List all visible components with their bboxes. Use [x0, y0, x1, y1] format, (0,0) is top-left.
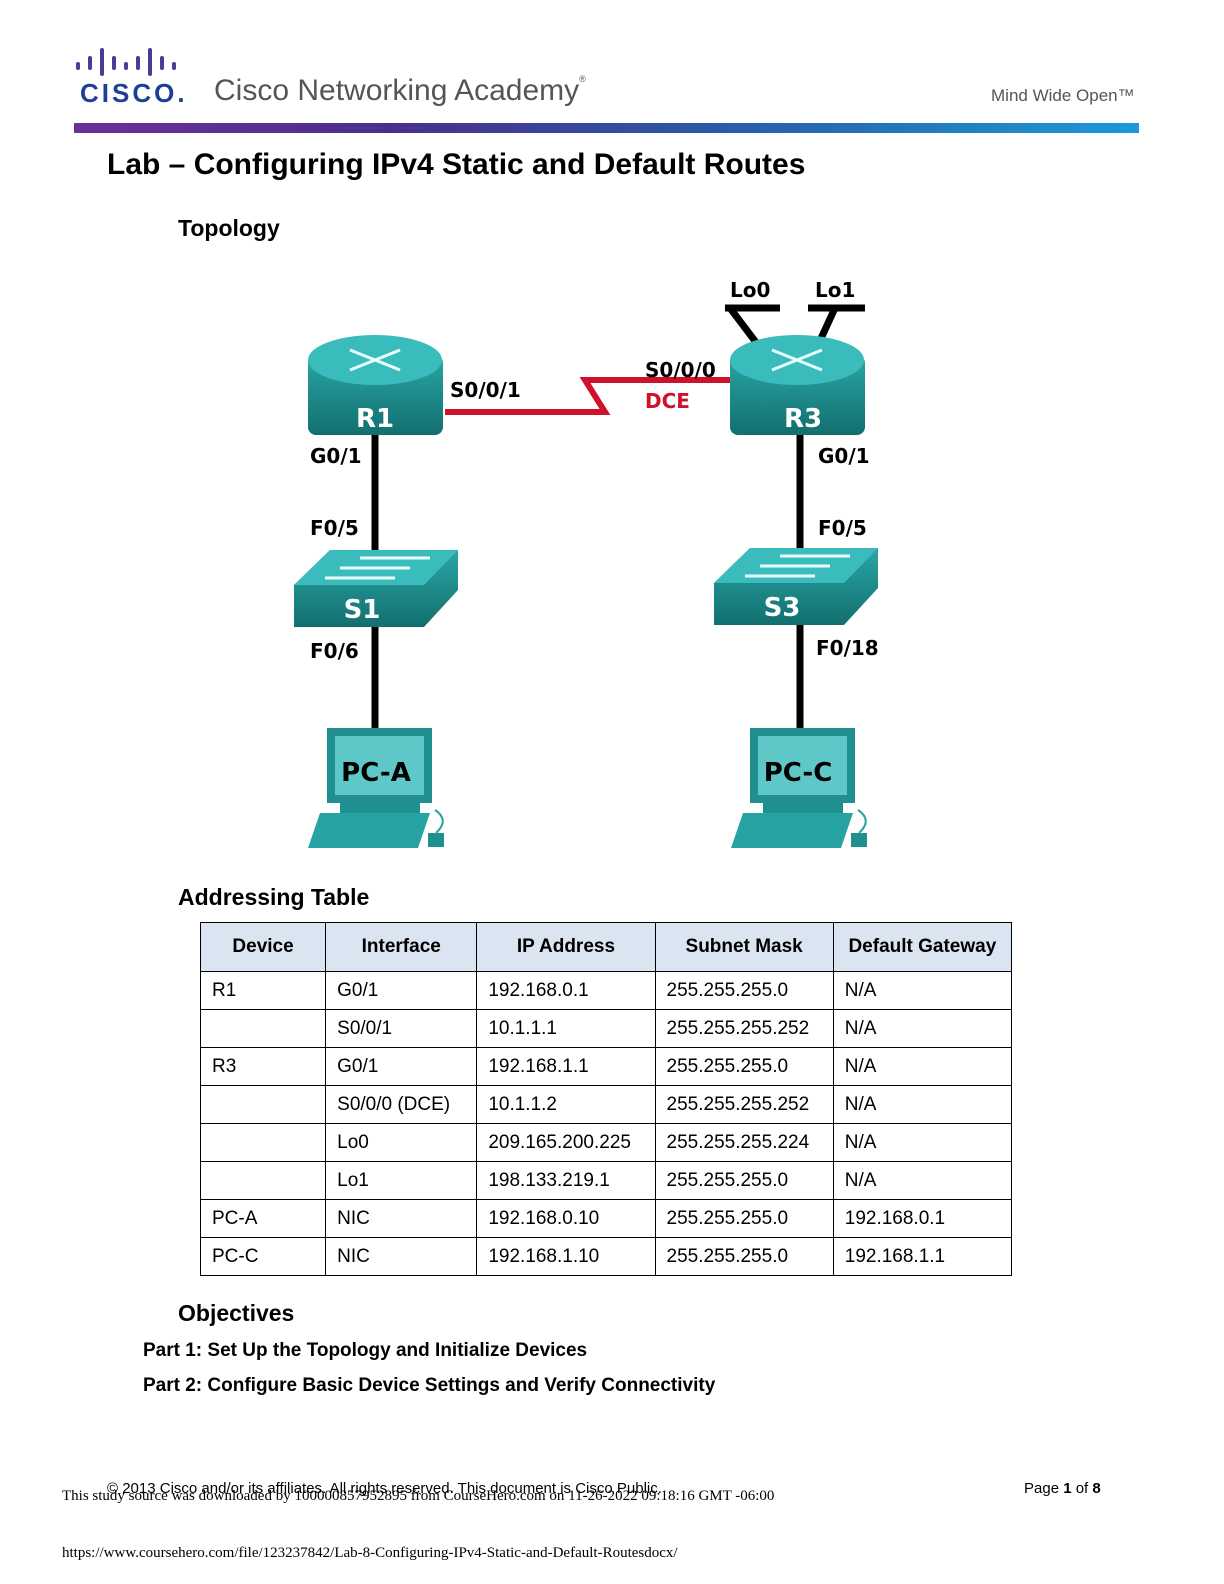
s1-f5-label: F0/5 [310, 516, 359, 540]
addressing-table: Device Interface IP Address Subnet Mask … [199, 922, 1013, 1276]
table-cell: 192.168.0.1 [832, 1199, 1013, 1238]
r3-label: R3 [784, 404, 822, 434]
table-row: Lo1 198.133.219.1 255.255.255.0 N/A [199, 1161, 1013, 1200]
table-row: Lo0 209.165.200.225 255.255.255.224 N/A [199, 1123, 1013, 1162]
topology-diagram: R1 R3 S1 S3 [294, 278, 879, 848]
table-cell: N/A [832, 1161, 1013, 1200]
objectives-heading: Objectives [178, 1300, 295, 1326]
link-lines [371, 304, 865, 730]
table-cell: 192.168.1.10 [476, 1237, 656, 1276]
s1-f6-label: F0/6 [310, 639, 359, 663]
pc-c-label: PC-C [764, 758, 833, 788]
tagline: Mind Wide Open™ [991, 86, 1135, 105]
objective-part-1: Part 1: Set Up the Topology and Initiali… [143, 1340, 588, 1361]
column-header: Interface [325, 922, 478, 972]
table-cell: 255.255.255.0 [654, 1199, 834, 1238]
switch-s1-icon [294, 550, 458, 627]
table-cell: 192.168.1.1 [476, 1047, 656, 1086]
table-cell [199, 1123, 327, 1162]
table-header-row: Device Interface IP Address Subnet Mask … [199, 922, 1013, 972]
table-cell: Lo0 [325, 1123, 478, 1162]
r1-label: R1 [356, 404, 394, 434]
table-row: PC-A NIC 192.168.0.10 255.255.255.0 192.… [199, 1199, 1013, 1238]
page-title: Lab – Configuring IPv4 Static and Defaul… [107, 148, 806, 181]
pc-c-icon [731, 728, 867, 848]
pc-a-icon [308, 728, 444, 848]
table-cell: 255.255.255.252 [654, 1009, 834, 1048]
table-cell [199, 1085, 327, 1124]
source-url[interactable]: https://www.coursehero.com/file/12323784… [62, 1545, 678, 1561]
r1-serial-label: S0/0/1 [450, 378, 521, 402]
r3-serial-label: S0/0/0 [645, 358, 716, 382]
table-cell: 192.168.0.10 [476, 1199, 656, 1238]
column-header: Default Gateway [832, 922, 1013, 972]
lo1-label: Lo1 [815, 278, 855, 302]
table-row: S0/0/1 10.1.1.1 255.255.255.252 N/A [199, 1009, 1013, 1048]
dce-label: DCE [645, 389, 690, 413]
table-cell: S0/0/1 [325, 1009, 478, 1048]
academy-name: Cisco Networking Academy® [214, 74, 586, 107]
table-cell: 10.1.1.2 [476, 1085, 656, 1124]
table-cell: PC-A [199, 1199, 327, 1238]
table-cell [199, 1009, 327, 1048]
header-rule [74, 123, 1139, 133]
download-watermark: This study source was downloaded by 1000… [62, 1488, 775, 1504]
table-row: R1 G0/1 192.168.0.1 255.255.255.0 N/A [199, 971, 1013, 1010]
table-cell: 255.255.255.0 [654, 1237, 834, 1276]
table-cell: R3 [199, 1047, 327, 1086]
table-cell: 255.255.255.0 [654, 1047, 834, 1086]
table-cell: 255.255.255.252 [654, 1085, 834, 1124]
column-header: Subnet Mask [654, 922, 834, 972]
page-number: Page 1 of 8 [1024, 1480, 1101, 1497]
table-cell: G0/1 [325, 1047, 478, 1086]
table-cell: 255.255.255.0 [654, 1161, 834, 1200]
table-cell: N/A [832, 971, 1013, 1010]
table-cell: 255.255.255.224 [654, 1123, 834, 1162]
table-cell: G0/1 [325, 971, 478, 1010]
table-cell: 198.133.219.1 [476, 1161, 656, 1200]
router-r3-icon [730, 335, 865, 435]
s3-f18-label: F0/18 [816, 636, 879, 660]
table-cell [199, 1161, 327, 1200]
lo0-label: Lo0 [730, 278, 770, 302]
table-cell: N/A [832, 1085, 1013, 1124]
switch-s3-icon [714, 548, 878, 625]
table-cell: NIC [325, 1237, 478, 1276]
topology-heading: Topology [178, 215, 280, 241]
s3-f5-label: F0/5 [818, 516, 867, 540]
table-cell: 192.168.1.1 [832, 1237, 1013, 1276]
r3-g-label: G0/1 [818, 444, 870, 468]
objective-part-2: Part 2: Configure Basic Device Settings … [143, 1375, 716, 1396]
serial-link [445, 377, 730, 415]
table-cell: N/A [832, 1123, 1013, 1162]
table-row: PC-C NIC 192.168.1.10 255.255.255.0 192.… [199, 1237, 1013, 1276]
table-cell: S0/0/0 (DCE) [325, 1085, 478, 1124]
table-cell: 10.1.1.1 [476, 1009, 656, 1048]
table-row: R3 G0/1 192.168.1.1 255.255.255.0 N/A [199, 1047, 1013, 1086]
s3-label: S3 [764, 593, 801, 623]
addressing-heading: Addressing Table [178, 884, 370, 910]
column-header: IP Address [476, 922, 656, 972]
table-cell: 209.165.200.225 [476, 1123, 656, 1162]
table-cell: NIC [325, 1199, 478, 1238]
footer-copyright: © 2013 Cisco and/or its affiliates. All … [107, 1480, 662, 1497]
table-cell: PC-C [199, 1237, 327, 1276]
column-header: Device [199, 922, 327, 972]
table-cell: N/A [832, 1009, 1013, 1048]
pc-a-label: PC-A [341, 758, 411, 788]
cisco-logo-wordmark: CISCO. [80, 78, 188, 108]
router-r1-icon [308, 335, 443, 435]
table-cell: N/A [832, 1047, 1013, 1086]
table-row: S0/0/0 (DCE) 10.1.1.2 255.255.255.252 N/… [199, 1085, 1013, 1124]
table-cell: 255.255.255.0 [654, 971, 834, 1010]
table-cell: R1 [199, 971, 327, 1010]
table-cell: 192.168.0.1 [476, 971, 656, 1010]
cisco-logo-bars-icon [76, 48, 176, 76]
table-cell: Lo1 [325, 1161, 478, 1200]
r1-g-label: G0/1 [310, 444, 362, 468]
s1-label: S1 [344, 595, 381, 625]
